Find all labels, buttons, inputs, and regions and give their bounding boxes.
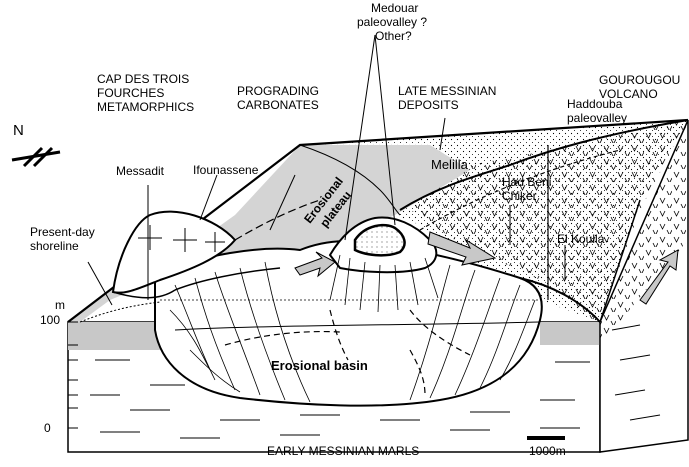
cap-label-line2: FOURCHES (97, 86, 164, 100)
north-arrow (12, 148, 60, 166)
gourougou-label-line2: VOLCANO (599, 87, 658, 101)
haddouba-label-line2: paleovalley (567, 111, 627, 125)
scale-bar (527, 436, 565, 440)
axis-unit-label: m (55, 298, 65, 312)
had-beni-label-line2: Chiker (502, 189, 537, 203)
scale-label: 1000m (529, 444, 566, 458)
present-day-label-line2: shoreline (30, 239, 79, 253)
messadit-label: Messadit (116, 164, 164, 178)
cap-label-line1: CAP DES TROIS (97, 72, 189, 86)
medouar-label-line3: Other? (375, 29, 412, 43)
medouar-label-line1: Medouar (371, 1, 418, 15)
late-label-line2: DEPOSITS (398, 98, 459, 112)
gourougou-label-line1: GOUROUGOU (599, 73, 680, 87)
north-label: N (13, 124, 24, 138)
erosional-basin-label: Erosional basin (271, 359, 368, 373)
axis-0-label: 0 (44, 421, 51, 435)
prograding-label-line1: PROGRADING (237, 84, 319, 98)
el-koulla-label: El Koulla (557, 232, 604, 246)
early-marls-label: EARLY MESSINIAN MARLS (267, 444, 419, 458)
ifounassene-label: Ifounassene (193, 163, 258, 177)
melilla-label: Melilla (431, 158, 468, 172)
late-label-line1: LATE MESSINIAN (398, 84, 496, 98)
medouar-label-line2: paleovalley ? (357, 15, 427, 29)
present-day-label-line1: Present-day (30, 225, 95, 239)
prograding-label-line2: CARBONATES (237, 98, 319, 112)
axis-100-label: 100 (40, 313, 60, 327)
had-beni-label-line1: Had Beni (502, 175, 551, 189)
cap-label-line3: METAMORPHICS (97, 100, 194, 114)
